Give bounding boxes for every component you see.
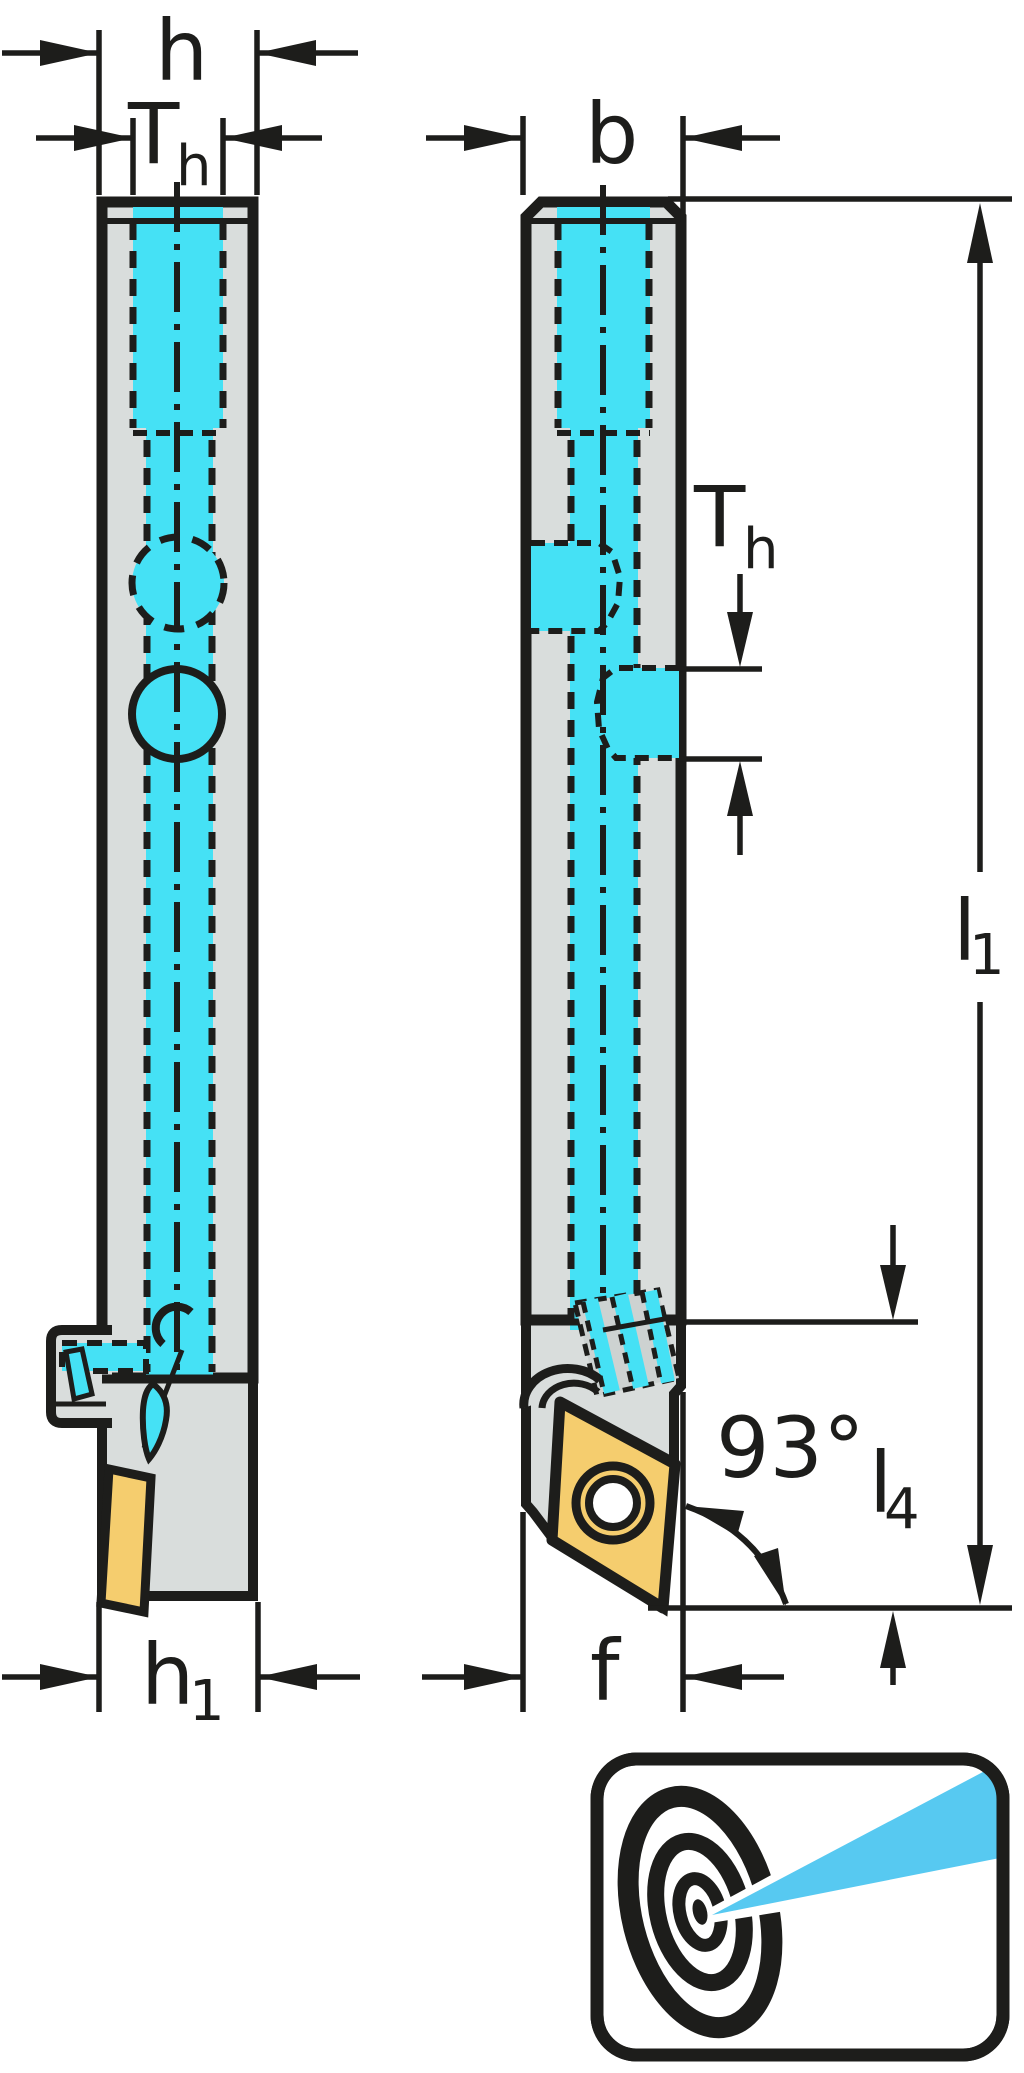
dim-label-l1: l bbox=[953, 882, 976, 980]
dim-label-h1-sub: 1 bbox=[189, 1669, 225, 1734]
dimension-f: f bbox=[422, 1392, 784, 1720]
dim-label-b: b bbox=[585, 85, 638, 183]
side-clamp-screw-hatched bbox=[571, 1287, 683, 1399]
dimension-l4: l 4 bbox=[685, 1225, 920, 1685]
icon-frame-border bbox=[590, 1752, 1010, 2062]
front-coolant-channel-wide bbox=[133, 207, 223, 428]
front-view bbox=[46, 182, 259, 1618]
front-coolant-nozzle bbox=[63, 1346, 95, 1403]
side-clamp-finger-inner bbox=[538, 1379, 601, 1409]
dimension-l1: l 1 bbox=[648, 196, 1012, 1611]
insert-hole-chamfer bbox=[571, 1461, 655, 1545]
side-coolant-port-upper bbox=[531, 540, 624, 634]
coolant-beam bbox=[712, 1759, 1003, 1915]
front-clamp-screw-arc bbox=[151, 1302, 194, 1348]
dimension-th-top: T h bbox=[36, 85, 322, 199]
insert-hole bbox=[585, 1475, 641, 1531]
front-insert bbox=[96, 1463, 156, 1618]
dim-label-th-top: T bbox=[127, 85, 180, 183]
dim-label-l4: l bbox=[869, 1434, 892, 1532]
dimension-b: b bbox=[426, 85, 780, 222]
dim-label-l1-sub: 1 bbox=[969, 923, 1005, 988]
side-coolant-port-lower bbox=[593, 665, 679, 761]
dimension-th-side: T h bbox=[680, 468, 779, 855]
dim-label-h1: h bbox=[141, 1626, 194, 1724]
front-coolant-jet bbox=[139, 1380, 170, 1465]
dim-label-th-top-sub: h bbox=[176, 134, 212, 199]
dim-label-th-side: T bbox=[693, 468, 746, 566]
dim-label-l4-sub: 4 bbox=[884, 1477, 920, 1542]
dimension-h: h bbox=[2, 2, 358, 195]
dimension-angle-93: 93° bbox=[685, 1399, 865, 1606]
dimension-h1: h 1 bbox=[2, 1602, 360, 1734]
precision-coolant-target-icon bbox=[590, 1752, 1010, 2062]
dim-label-angle: 93° bbox=[716, 1399, 865, 1497]
dim-label-th-side-sub: h bbox=[743, 517, 779, 582]
dim-label-h: h bbox=[155, 2, 208, 100]
dim-label-f: f bbox=[590, 1622, 622, 1720]
beam-mask bbox=[706, 1759, 1003, 1923]
side-view bbox=[519, 185, 687, 1617]
